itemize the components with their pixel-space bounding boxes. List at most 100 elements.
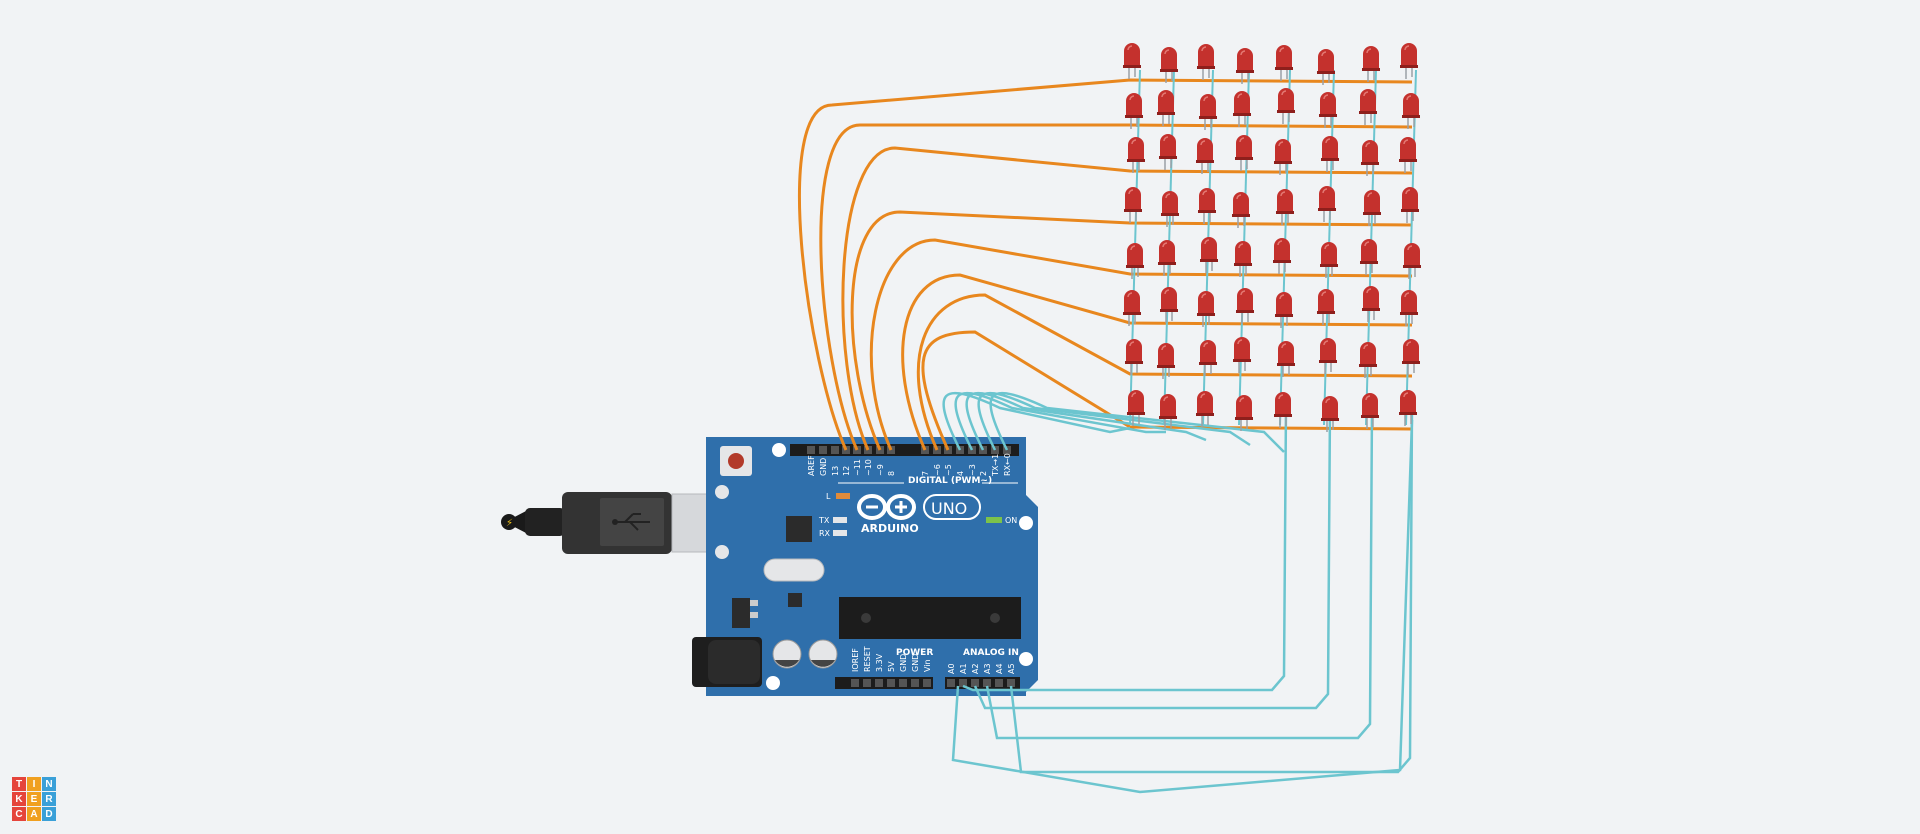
power-pin-hole[interactable]: [851, 679, 859, 687]
led[interactable]: [1198, 188, 1216, 224]
row-wire[interactable]: [850, 210, 1413, 451]
led[interactable]: [1275, 292, 1293, 328]
led[interactable]: [1274, 139, 1292, 175]
led[interactable]: [1321, 136, 1339, 172]
analog-pin-hole[interactable]: [959, 679, 967, 687]
led[interactable]: [1363, 190, 1381, 226]
led[interactable]: [1360, 239, 1378, 275]
led[interactable]: [1199, 340, 1217, 376]
led[interactable]: [1362, 46, 1380, 82]
led[interactable]: [1197, 291, 1215, 327]
led[interactable]: [1321, 396, 1339, 432]
analog-wire[interactable]: [951, 419, 1414, 794]
led[interactable]: [1275, 45, 1293, 81]
led[interactable]: [1400, 290, 1418, 326]
led[interactable]: [1401, 187, 1419, 223]
led[interactable]: [1196, 391, 1214, 427]
led[interactable]: [1361, 140, 1379, 176]
led[interactable]: [1159, 134, 1177, 170]
power-pin-hole[interactable]: [875, 679, 883, 687]
led[interactable]: [1320, 242, 1338, 278]
led[interactable]: [1359, 89, 1377, 125]
led[interactable]: [1274, 392, 1292, 428]
column-wire[interactable]: [989, 391, 1285, 453]
analog-pin-hole[interactable]: [983, 679, 991, 687]
digital-pin-hole[interactable]: [807, 446, 815, 454]
column-wire[interactable]: [954, 391, 1166, 451]
led[interactable]: [1199, 94, 1217, 130]
power-pin-hole[interactable]: [899, 679, 907, 687]
led[interactable]: [1277, 88, 1295, 124]
column-wire[interactable]: [977, 391, 1251, 451]
led[interactable]: [1236, 48, 1254, 84]
led[interactable]: [1402, 93, 1420, 129]
analog-wire[interactable]: [985, 404, 1374, 740]
led[interactable]: [1127, 137, 1145, 173]
power-pin-hole[interactable]: [863, 679, 871, 687]
led[interactable]: [1319, 338, 1337, 374]
led[interactable]: [1125, 339, 1143, 375]
led[interactable]: [1123, 43, 1141, 79]
row-wire[interactable]: [869, 238, 1413, 451]
led[interactable]: [1126, 243, 1144, 279]
led[interactable]: [1125, 93, 1143, 129]
row-wire[interactable]: [901, 273, 1413, 451]
led[interactable]: [1273, 238, 1291, 274]
led[interactable]: [1233, 337, 1251, 373]
led[interactable]: [1127, 390, 1145, 426]
arduino-uno-board[interactable]: L TX RX ON ARDUINO UNO DIGITAL (PWM~) PO…: [692, 437, 1038, 696]
led[interactable]: [1399, 390, 1417, 426]
led[interactable]: [1277, 341, 1295, 377]
led[interactable]: [1399, 137, 1417, 173]
led[interactable]: [1157, 90, 1175, 126]
led[interactable]: [1196, 138, 1214, 174]
led[interactable]: [1161, 191, 1179, 227]
led[interactable]: [1359, 342, 1377, 378]
led[interactable]: [1234, 241, 1252, 277]
led[interactable]: [1236, 288, 1254, 324]
led[interactable]: [1235, 395, 1253, 431]
row-wire[interactable]: [819, 123, 1413, 451]
led[interactable]: [1235, 135, 1253, 171]
analog-pin-hole[interactable]: [1007, 679, 1015, 687]
column-wire[interactable]: [942, 391, 1131, 451]
led[interactable]: [1160, 47, 1178, 83]
led[interactable]: [1400, 43, 1418, 79]
analog-pin-hole[interactable]: [971, 679, 979, 687]
column-wire[interactable]: [965, 391, 1207, 451]
led[interactable]: [1232, 192, 1250, 228]
led[interactable]: [1403, 243, 1421, 279]
led[interactable]: [1317, 49, 1335, 85]
power-header[interactable]: [835, 677, 933, 689]
led[interactable]: [1160, 287, 1178, 323]
led[interactable]: [1317, 289, 1335, 325]
led[interactable]: [1157, 343, 1175, 379]
led[interactable]: [1200, 237, 1218, 273]
row-wire[interactable]: [916, 293, 1413, 451]
row-wire[interactable]: [841, 146, 1413, 451]
led[interactable]: [1402, 339, 1420, 375]
analog-pin-hole[interactable]: [947, 679, 955, 687]
power-pin-hole[interactable]: [923, 679, 931, 687]
led[interactable]: [1158, 240, 1176, 276]
led[interactable]: [1319, 92, 1337, 128]
led[interactable]: [1318, 186, 1336, 222]
digital-pin-hole[interactable]: [831, 446, 839, 454]
led[interactable]: [1276, 189, 1294, 225]
digital-pin-hole[interactable]: [819, 446, 827, 454]
power-pin-hole[interactable]: [887, 679, 895, 687]
led[interactable]: [1362, 286, 1380, 322]
row-wire[interactable]: [797, 78, 1413, 451]
led[interactable]: [1123, 290, 1141, 326]
led[interactable]: [1197, 44, 1215, 80]
led[interactable]: [1361, 393, 1379, 429]
led[interactable]: [1124, 187, 1142, 223]
power-pin-hole[interactable]: [911, 679, 919, 687]
analog-wire[interactable]: [1009, 404, 1414, 774]
row-wire[interactable]: [921, 330, 1413, 451]
led[interactable]: [1233, 91, 1251, 127]
led[interactable]: [1159, 394, 1177, 430]
analog-pin-hole[interactable]: [995, 679, 1003, 687]
analog-wire[interactable]: [962, 404, 1288, 692]
